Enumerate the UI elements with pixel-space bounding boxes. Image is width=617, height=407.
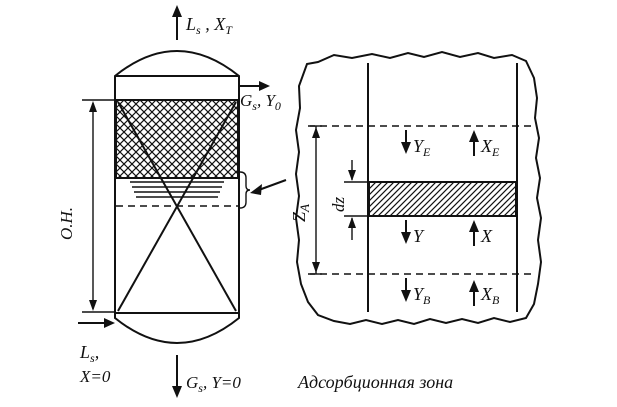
liquid-inlet-label: Ls, [79, 342, 99, 365]
liquid-inlet-arrow [104, 318, 115, 328]
slice-dz [368, 181, 517, 217]
gas-inlet-arrow [172, 386, 182, 398]
gas-inlet-label: Gs, Y=0 [186, 373, 241, 395]
column-shell [114, 50, 240, 344]
dz-label: dz [329, 197, 348, 213]
height-dimension [82, 99, 114, 313]
liquid-inlet-x-label: X=0 [79, 367, 111, 386]
za-label: ZA [289, 204, 312, 222]
yb-arrow [401, 290, 411, 302]
xb-arrow [469, 280, 479, 292]
bed-cross-2 [117, 101, 237, 312]
zone-pointer-head [250, 184, 262, 195]
y-label: Y [413, 226, 425, 246]
y-arrow [401, 232, 411, 244]
x-arrow [469, 220, 479, 232]
column [78, 5, 287, 398]
adsorption-zone [116, 181, 238, 207]
dz-dimension [344, 160, 368, 240]
ye-label: YE [413, 136, 431, 159]
top-outlet-label: Ls , XT [185, 14, 233, 37]
xb-label: XB [480, 284, 500, 307]
gas-outlet-arrow [259, 81, 270, 91]
x-label: X [480, 226, 493, 246]
detail-outline [294, 50, 543, 326]
zone-detail [294, 50, 543, 326]
xe-label: XE [480, 136, 500, 159]
saturated-bed [115, 99, 239, 179]
detail-caption: Адсорбционная зона [297, 372, 453, 392]
xe-arrow [469, 130, 479, 142]
top-outlet-arrow [172, 5, 182, 17]
height-label: О.Н. [57, 207, 76, 240]
zone-brace [239, 171, 251, 209]
gas-outlet-label: Gs, Y0 [240, 91, 281, 113]
za-dimension [310, 125, 322, 275]
yb-label: YB [413, 284, 431, 307]
ye-arrow [401, 142, 411, 154]
